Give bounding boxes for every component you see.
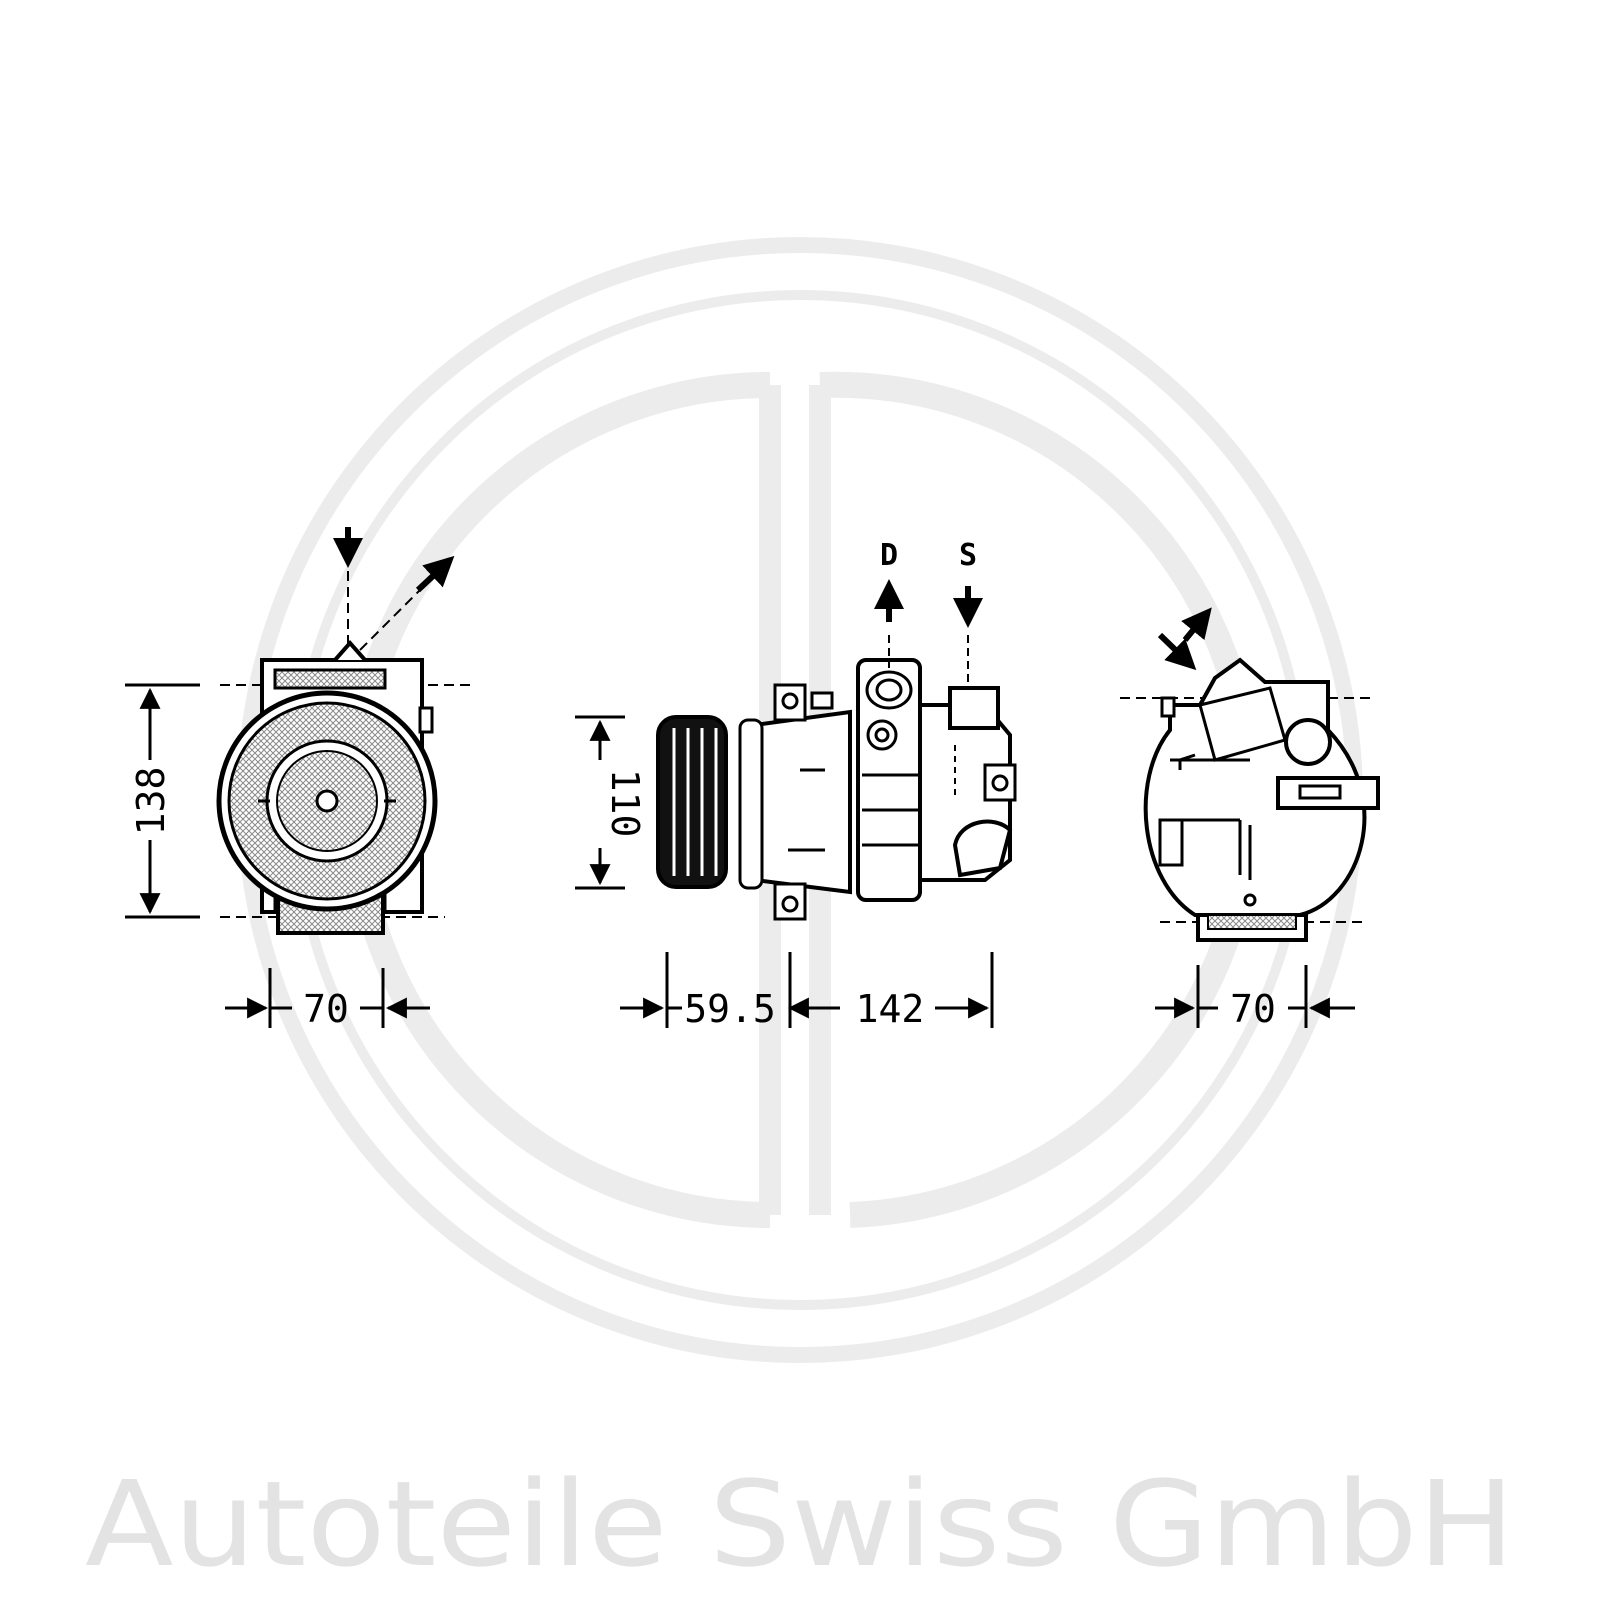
compressor-rear-view <box>1120 607 1380 1028</box>
side-port-arrows <box>874 579 983 628</box>
compressor-side-view <box>575 579 1017 1028</box>
height-dimension-110 <box>575 715 625 890</box>
compressor-front-view <box>125 527 470 1028</box>
height-dimension-138 <box>125 683 200 919</box>
pulley-length-label: 59.5 <box>684 987 776 1031</box>
side-height-label: 110 <box>603 769 647 838</box>
front-width-label: 70 <box>303 987 349 1031</box>
front-height-label: 138 <box>129 767 173 836</box>
discharge-port-label: D <box>880 538 898 573</box>
length-dimensions <box>620 952 994 1028</box>
watermark-company-name: Autoteile Swiss GmbH <box>85 1455 1515 1593</box>
rear-port-arrows <box>1157 607 1212 671</box>
width-dimension-70-rear <box>1155 965 1355 1028</box>
width-dimension-70-front <box>225 968 430 1028</box>
front-port-arrows <box>333 527 455 593</box>
rear-width-label: 70 <box>1230 987 1276 1031</box>
suction-port-label: S <box>959 538 977 573</box>
body-length-label: 142 <box>856 987 925 1031</box>
